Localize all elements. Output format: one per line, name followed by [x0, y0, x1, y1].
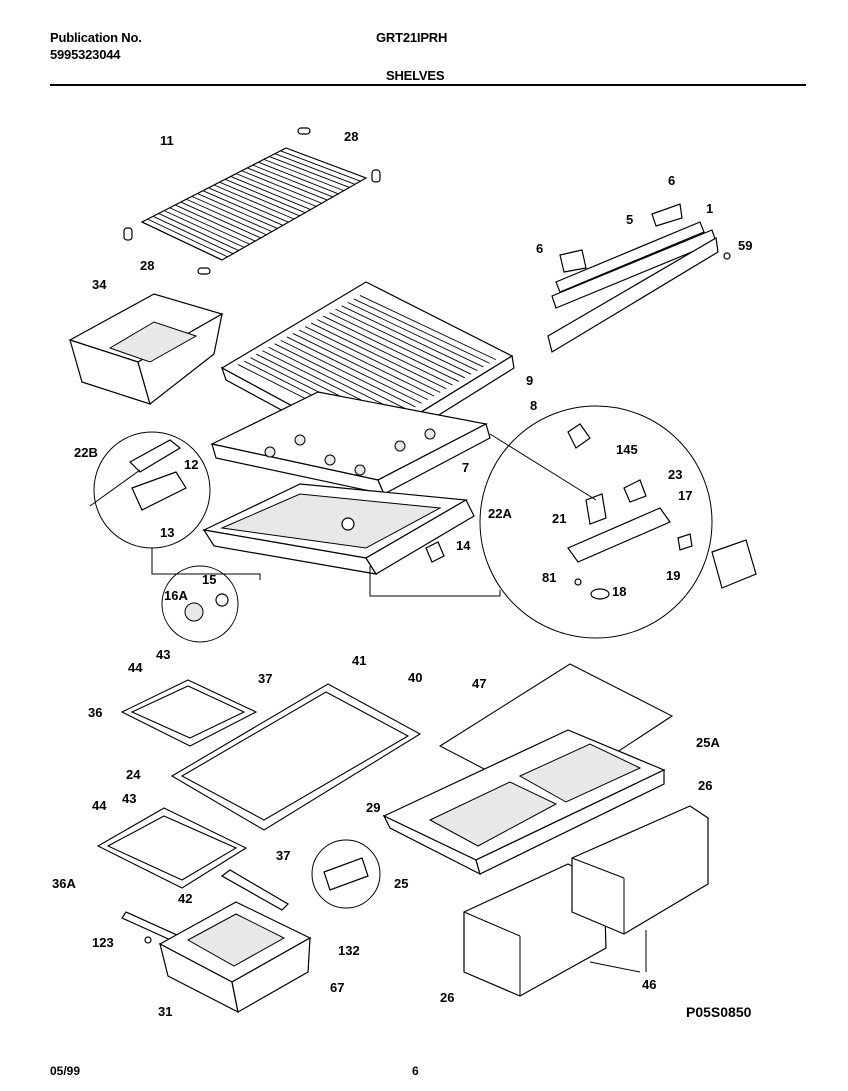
damper-part	[131, 471, 187, 511]
part-number-callout: 31	[158, 1004, 172, 1019]
control-tray-part	[202, 483, 475, 575]
motor-part	[623, 479, 647, 503]
wire-shelf-part	[140, 147, 368, 261]
part-number-callout: 11	[160, 133, 174, 148]
part-number-callout: 12	[184, 457, 198, 472]
grommet-part	[590, 588, 610, 600]
shelf-frame-part	[210, 391, 491, 495]
screw-part	[144, 936, 152, 944]
part-number-callout: 22B	[74, 445, 98, 460]
part-number-callout: 7	[462, 460, 469, 475]
part-number-callout: 59	[738, 238, 752, 253]
part-number-callout: 6	[536, 241, 543, 256]
part-number-callout: 123	[92, 935, 114, 950]
socket-part	[585, 493, 607, 525]
publication-label: Publication No.	[50, 30, 142, 45]
part-number-callout: 5	[626, 212, 633, 227]
light-switch-part	[711, 539, 757, 589]
control-housing-part	[567, 507, 671, 563]
diagram-code: P05S0850	[686, 1004, 752, 1020]
half-glass-shelf-upper-part	[120, 679, 258, 747]
part-number-callout: 26	[698, 778, 712, 793]
header-rule	[50, 84, 806, 86]
screw-part	[574, 578, 582, 586]
model-number: GRT21IPRH	[376, 30, 448, 45]
part-number-callout: 44	[128, 660, 143, 675]
meat-drawer-part	[158, 901, 312, 1014]
part-number-callout: 41	[352, 653, 366, 668]
part-number-callout: 145	[616, 442, 638, 457]
part-number-callout: 23	[668, 467, 682, 482]
crisper-frame-part	[382, 729, 666, 876]
publication-number: 5995323044	[50, 47, 121, 62]
shelf-clip-part	[197, 267, 211, 275]
part-number-callout: 36A	[52, 876, 76, 891]
detail-circle-small	[161, 565, 239, 643]
part-number-callout: 28	[344, 129, 358, 144]
crisper-drawer-back-part	[571, 805, 709, 935]
part-number-callout: 18	[612, 584, 626, 599]
part-number-callout: 8	[530, 398, 537, 413]
deli-drawer-part	[68, 293, 224, 406]
part-number-callout: 21	[552, 511, 566, 526]
part-number-callout: 132	[338, 943, 360, 958]
rail-assembly-part	[547, 203, 731, 353]
part-number-callout: 17	[678, 488, 692, 503]
part-number-callout: 43	[122, 791, 136, 806]
part-number-callout: 9	[526, 373, 533, 388]
part-number-callout: 36	[88, 705, 102, 720]
shelf-clip-part	[371, 169, 381, 183]
part-number-callout: 46	[642, 977, 656, 992]
part-number-callout: 13	[160, 525, 174, 540]
shelf-clip-part	[297, 127, 311, 135]
part-number-callout: 34	[92, 277, 107, 292]
light-bulb-part	[567, 423, 591, 449]
part-number-callout: 44	[92, 798, 107, 813]
knob-part	[184, 602, 204, 622]
divider-clip-part	[323, 857, 369, 891]
part-number-callout: 47	[472, 676, 486, 691]
knob-insert-part	[215, 593, 229, 607]
shelf-clip-part	[123, 227, 133, 241]
section-title: SHELVES	[386, 68, 445, 83]
footer-date: 05/99	[50, 1064, 81, 1078]
part-number-callout: 43	[156, 647, 170, 662]
full-glass-shelf-part	[170, 683, 422, 831]
crisper-drawer-front-part	[463, 863, 607, 997]
part-number-callout: 67	[330, 980, 344, 995]
part-number-callout: 25	[394, 876, 408, 891]
half-glass-shelf-lower-part	[96, 807, 248, 889]
shelf-trim-part	[220, 869, 289, 911]
part-number-callout: 6	[668, 173, 675, 188]
part-number-callout: 16A	[164, 588, 188, 603]
clip-part	[677, 533, 693, 551]
part-number-callout: 28	[140, 258, 154, 273]
part-number-callout: 15	[202, 572, 216, 587]
detail-circle-clip	[311, 839, 381, 909]
part-number-callout: 22A	[488, 506, 512, 521]
part-number-callout: 37	[258, 671, 272, 686]
detail-circle-right	[479, 405, 713, 639]
part-number-callout: 1	[706, 201, 713, 216]
part-number-callout: 19	[666, 568, 680, 583]
part-number-callout: 42	[178, 891, 192, 906]
part-number-callout: 26	[440, 990, 454, 1005]
footer-page: 6	[412, 1064, 419, 1078]
part-number-callout: 81	[542, 570, 556, 585]
control-knob-part	[425, 541, 445, 563]
part-number-callout: 40	[408, 670, 422, 685]
part-number-callout: 24	[126, 767, 141, 782]
part-number-callout: 29	[366, 800, 380, 815]
part-number-callout: 14	[456, 538, 471, 553]
part-number-callout: 25A	[696, 735, 720, 750]
damper-housing-part	[129, 439, 182, 473]
part-number-callout: 37	[276, 848, 290, 863]
